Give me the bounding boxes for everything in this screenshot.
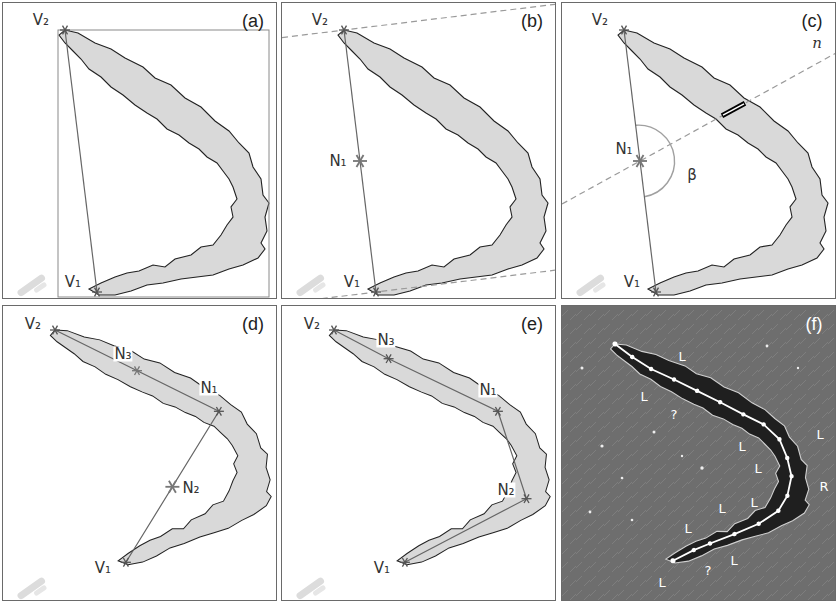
panel-a-art — [16, 26, 269, 298]
figure-panel: (a) V₂ V₁ — [2, 2, 277, 299]
edge-label: L — [658, 576, 665, 589]
point-label: V₂ — [24, 317, 42, 332]
panel-f-art — [562, 306, 835, 601]
point-label: β — [686, 168, 698, 183]
point-label: N₁ — [199, 381, 218, 396]
point-label: N₂ — [181, 481, 200, 496]
point-label: N₁ — [614, 142, 633, 157]
figure-panel: (e) V₂ N₃ N₁ N₂ V₁ — [281, 305, 556, 601]
panel-letter: (a) — [242, 12, 264, 30]
point-label: V₂ — [303, 317, 321, 332]
figure-panel: (b) V₂ N₁ V₁ — [281, 2, 556, 299]
panel-letter: (b) — [521, 12, 543, 30]
point-label: V₁ — [623, 275, 641, 290]
edge-label: L — [738, 440, 745, 453]
panel-letter: (c) — [802, 12, 823, 30]
point-label: N₁ — [328, 154, 347, 169]
point-label: V₂ — [591, 13, 609, 28]
panel-c-art — [562, 26, 835, 298]
edge-label: L — [750, 496, 757, 509]
panel-e-art — [295, 306, 555, 600]
point-label: V₂ — [311, 13, 329, 28]
edge-label: ? — [705, 564, 712, 577]
figure-panel: (d) V₂ N₃ N₁ N₂ V₁ — [2, 305, 277, 601]
edge-label: L — [754, 462, 761, 475]
edge-label: L — [684, 522, 691, 535]
point-label: N₁ — [478, 383, 497, 398]
edge-label: L — [640, 390, 647, 403]
point-label: V₁ — [343, 275, 361, 290]
edge-label: ? — [671, 408, 678, 421]
panel-letter: (d) — [242, 315, 264, 333]
point-label: n — [811, 36, 823, 51]
figure-panel: (f)LL?LLLRLLLL?L — [561, 305, 836, 601]
edge-label: R — [819, 480, 828, 493]
panel-letter: (e) — [521, 315, 543, 333]
edge-label: L — [816, 428, 823, 441]
point-label: V₁ — [94, 561, 112, 576]
point-label: V₁ — [373, 561, 391, 576]
edge-label: L — [718, 502, 725, 515]
edge-label: L — [730, 554, 737, 567]
edge-label: L — [678, 350, 685, 363]
panel-d-art — [16, 306, 276, 600]
panel-letter: (f) — [806, 315, 823, 333]
point-label: N₃ — [113, 347, 132, 362]
point-label: V₂ — [32, 13, 50, 28]
panel-b-art — [282, 4, 555, 298]
point-label: N₃ — [376, 333, 395, 348]
figure-panel: (c) V₂ nN₁ βV₁ — [561, 2, 836, 299]
point-label: V₁ — [64, 275, 82, 290]
point-label: N₂ — [496, 483, 515, 498]
